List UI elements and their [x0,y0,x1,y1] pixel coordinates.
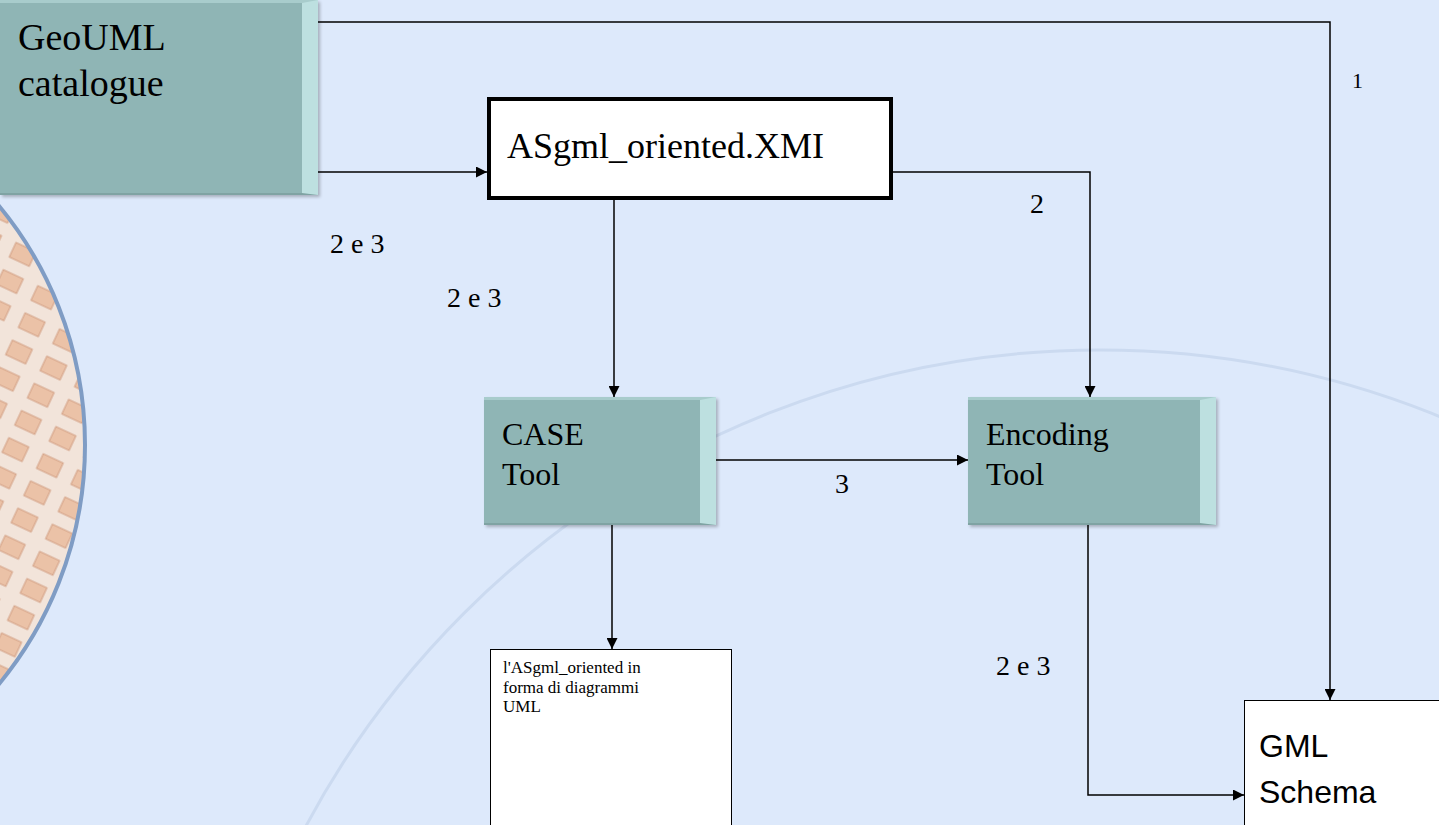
connector-arrow [1088,525,1244,795]
output-box: l'ASgml_oriented in forma di diagrammi U… [490,649,732,825]
edge-label: 2 [1030,190,1044,218]
edge-label: 2 e 3 [996,652,1050,680]
connector-arrow [893,172,1090,397]
edge-label: 2 e 3 [447,284,501,312]
node-text: GeoUML catalogue [18,15,218,106]
node-text: l'ASgml_oriented in forma di diagrammi U… [503,658,653,717]
connector-arrow [611,525,613,649]
node-text: GML Schema [1259,723,1431,816]
edge-label: 2 e 3 [330,230,384,258]
connector-arrow [613,200,615,397]
xmi-file-box: ASgml_oriented.XMI [487,97,893,200]
connector-arrow [318,171,487,173]
tool-box: CASE Tool [484,397,716,525]
edge-label: 1 [1352,70,1363,92]
node-text: ASgml_oriented.XMI [507,125,877,168]
schema-box: GML Schema [1244,700,1439,825]
globe-arc [200,350,1439,825]
tool-box: Encoding Tool [968,397,1216,525]
node-text: Encoding Tool [986,414,1136,494]
connector-arrow [318,22,1330,700]
catalogue-box: GeoUML catalogue [0,0,318,195]
edge-label: 3 [835,470,849,498]
connector-arrow [716,459,968,461]
node-text: CASE Tool [502,414,622,494]
